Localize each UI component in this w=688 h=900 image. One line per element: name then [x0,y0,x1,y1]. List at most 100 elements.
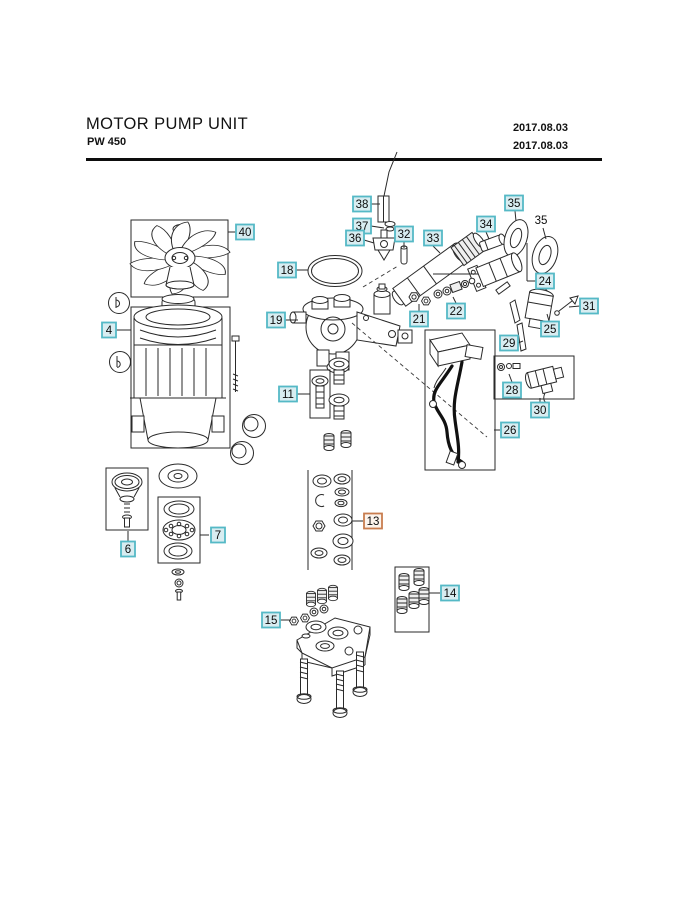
callout-32[interactable]: 32 [394,225,414,249]
callout-label: 38 [356,199,369,211]
fitting-pair [323,430,352,451]
callout-box [530,401,550,419]
date-block: 2017.08.03 2017.08.03 [513,119,568,155]
callout-15[interactable]: 15 [261,611,291,629]
callout-label: 25 [544,324,557,336]
callout-4[interactable]: 4 [101,321,131,339]
callout-35[interactable]: 35 [504,194,524,222]
callout-box [535,272,555,290]
nut-group-15 [289,604,329,626]
check-valve-box-11 [309,369,331,419]
callout-7[interactable]: 7 [200,526,226,544]
callout-label: 35 [535,215,548,227]
callout-box [277,261,297,279]
callout-label: 35 [508,198,521,210]
callout-box [210,526,226,544]
callout-36[interactable]: 36 [345,229,375,247]
callout-13-highlighted[interactable]: 13 [352,512,383,530]
callout-leader-line [542,227,547,240]
electric-motor [130,294,226,449]
callout-label: 29 [503,338,516,350]
callout-label: 14 [444,588,457,600]
hose-nipple-38 [377,151,398,223]
motor-mount-bolt [231,335,240,392]
header-rule [86,158,602,161]
callout-21[interactable]: 21 [409,304,429,328]
callout-box [101,321,117,339]
bearing-kit-box [157,496,201,564]
callout-box [446,302,466,320]
check-valve-column [328,357,350,420]
callout-40[interactable]: 40 [228,223,255,241]
model-code: PW 450 [87,136,127,148]
roller-pair [230,414,266,465]
callout-6[interactable]: 6 [120,531,136,558]
callout-38[interactable]: 38 [352,195,380,213]
callout-leader-line [370,225,385,229]
callout-31[interactable]: 31 [568,297,599,315]
thermal-valve-36 [372,229,396,261]
callout-leader-line [432,245,441,254]
callout-25[interactable]: 25 [540,313,560,338]
callout-label: 32 [398,229,411,241]
washer-and-screw [171,568,185,601]
callout-box [235,223,255,241]
callout-28[interactable]: 28 [502,373,522,399]
date-bottom: 2017.08.03 [512,140,568,152]
callout-box [502,381,522,399]
pulley-kit-box [105,467,149,531]
callout-box [352,195,372,213]
retaining-clip-upper [108,292,130,314]
cylinder-sleeve-33 [391,231,486,307]
callout-label: 13 [367,516,380,528]
callout-label: 40 [239,227,252,239]
callout-leader-line [363,239,375,244]
valve-kit-box-14 [394,566,430,633]
callout-box [423,229,443,247]
callout-box [476,215,496,233]
callout-label: 36 [349,233,362,245]
callout-22[interactable]: 22 [446,296,466,320]
callout-14[interactable]: 14 [429,584,460,602]
callout-box [345,229,365,247]
callout-label: 22 [450,306,463,318]
callout-label: 24 [539,276,552,288]
callout-box [278,385,298,403]
callout-label: 30 [534,405,547,417]
callout-box [500,421,520,439]
callout-18[interactable]: 18 [277,261,308,279]
unloader-kit-box [493,355,575,405]
callout-26[interactable]: 26 [494,421,520,439]
plug-row [306,584,338,608]
callout-19[interactable]: 19 [266,311,298,329]
callout-33[interactable]: 33 [423,229,443,254]
callout-box [540,320,560,338]
callout-box [504,194,524,212]
callout-24[interactable]: 24 [527,272,555,290]
bushing-35b [531,236,559,274]
callout-30[interactable]: 30 [530,398,550,419]
callout-label: 18 [281,265,294,277]
callout-box-highlight [363,512,383,530]
seal-37 [384,221,396,232]
callout-29[interactable]: 29 [499,334,524,352]
bushing-35a [503,219,529,257]
callout-label: 21 [413,314,426,326]
page-title: MOTOR PUMP UNIT [86,115,249,133]
callout-box [579,297,599,315]
callout-label: 15 [265,615,278,627]
callout-box [261,611,281,629]
callout-box [394,225,414,243]
piston-pin-34 [479,233,507,252]
callout-leader-line [568,305,581,308]
callout-label: 33 [427,233,440,245]
manifold-bolt-middle [332,670,348,718]
manifold-bolt-left [296,658,312,704]
callout-34[interactable]: 34 [476,215,496,240]
callout-leader-line [514,210,517,222]
callout-label: 19 [270,315,283,327]
callout-leader-line [452,296,457,304]
callout-11[interactable]: 11 [278,385,310,403]
